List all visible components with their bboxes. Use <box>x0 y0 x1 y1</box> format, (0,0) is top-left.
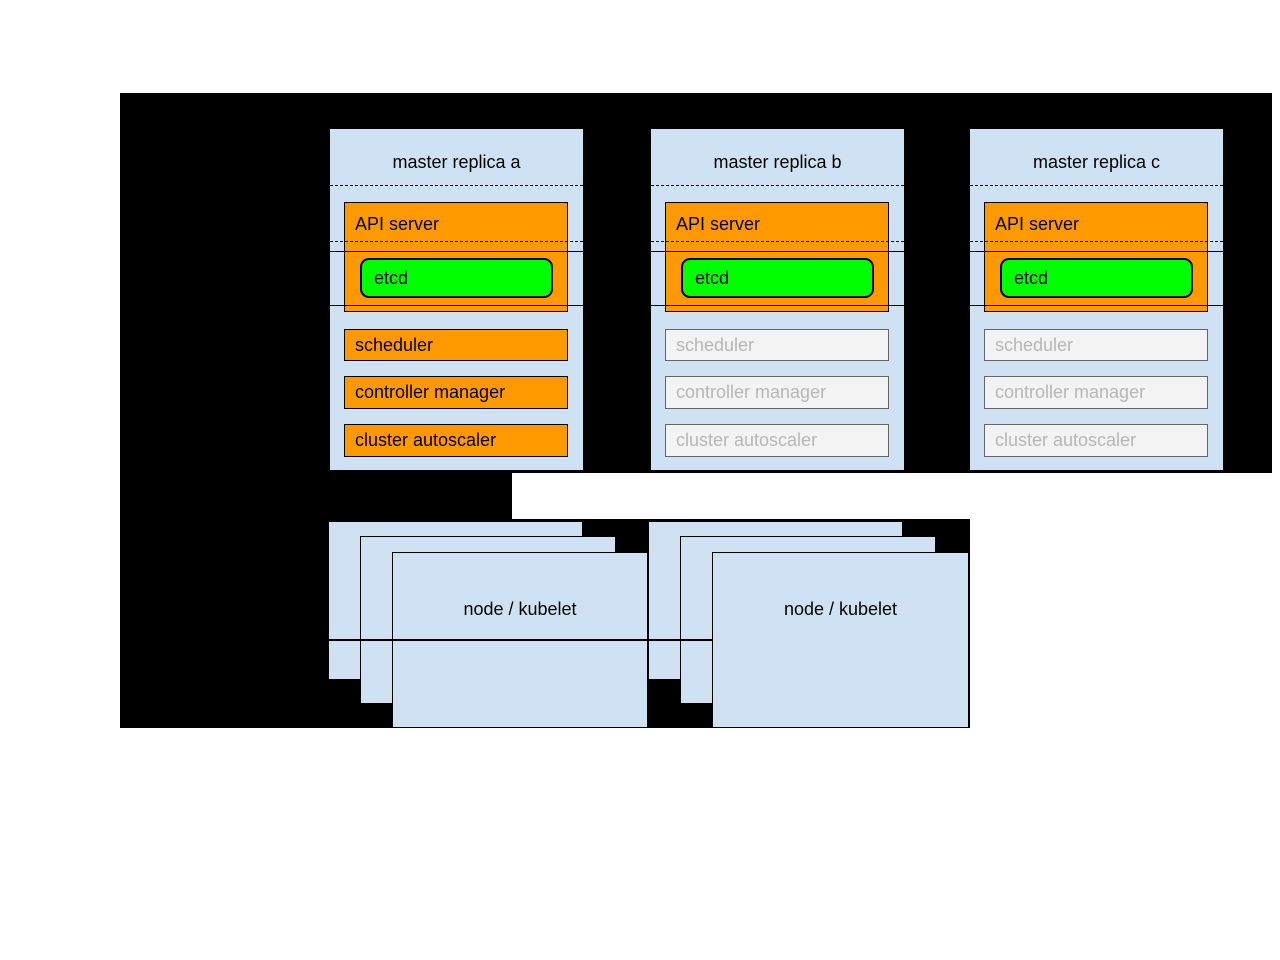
api-server-label: API server <box>676 214 761 234</box>
solid-separator <box>970 305 1223 306</box>
master-replica-c-box: master replica c API server etcd schedul… <box>969 128 1224 471</box>
etcd-box: etcd <box>681 258 874 298</box>
solid-separator <box>330 251 583 252</box>
etcd-label: etcd <box>1014 267 1049 288</box>
node-kubelet-label: node / kubelet <box>463 599 577 619</box>
solid-separator <box>970 251 1223 252</box>
scheduler-box: scheduler <box>984 329 1208 361</box>
dashed-separator <box>970 241 1223 242</box>
api-server-label: API server <box>355 214 440 234</box>
dashed-separator <box>651 185 904 186</box>
master-replica-a-box: master replica a API server etcd schedul… <box>329 128 584 471</box>
cluster-autoscaler-box: cluster autoscaler <box>984 424 1208 457</box>
api-server-label: API server <box>995 214 1080 234</box>
etcd-label: etcd <box>695 267 730 288</box>
scheduler-box: scheduler <box>665 329 889 361</box>
master-replica-b-box: master replica b API server etcd schedul… <box>650 128 905 471</box>
solid-separator <box>330 305 583 306</box>
master-replica-a-title: master replica a <box>392 152 521 172</box>
cluster-autoscaler-box: cluster autoscaler <box>665 424 889 457</box>
etcd-box: etcd <box>1000 258 1193 298</box>
node-kubelet-label: node / kubelet <box>783 599 898 619</box>
solid-separator <box>651 305 904 306</box>
controller-manager-box: controller manager <box>344 376 568 409</box>
etcd-box: etcd <box>360 258 553 298</box>
dashed-separator <box>330 185 583 186</box>
dashed-separator <box>970 185 1223 186</box>
controller-manager-box: controller manager <box>984 376 1208 409</box>
controller-manager-box: controller manager <box>665 376 889 409</box>
scheduler-box: scheduler <box>344 329 568 361</box>
master-replica-b-title: master replica b <box>713 152 842 172</box>
etcd-label: etcd <box>374 267 409 288</box>
solid-separator <box>651 251 904 252</box>
dashed-separator <box>651 241 904 242</box>
master-replica-c-title: master replica c <box>1032 152 1161 172</box>
cluster-autoscaler-box: cluster autoscaler <box>344 424 568 457</box>
node-stack2-front-box: node / kubelet <box>712 552 969 728</box>
dashed-separator <box>330 241 583 242</box>
node-title-divider-line <box>328 639 712 641</box>
